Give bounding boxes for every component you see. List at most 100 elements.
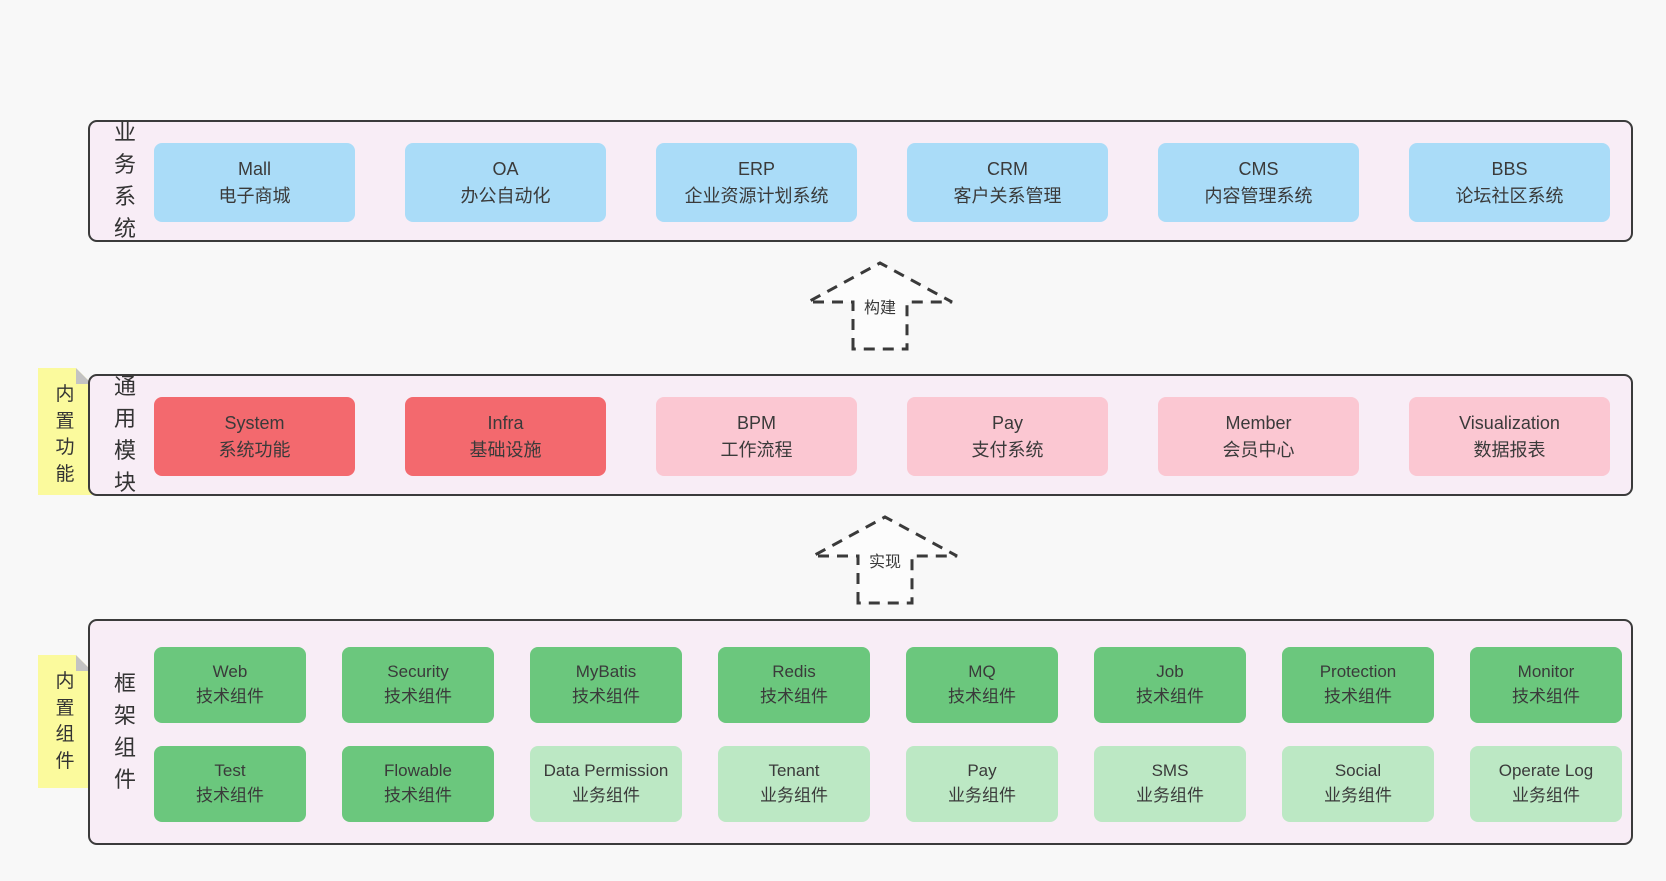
box-monitor-desc: 技术组件 [1512, 687, 1580, 706]
box-infra-desc: 基础设施 [469, 439, 542, 460]
panel-components-label: 框 架 组 件 [113, 671, 136, 792]
box-pay-module-desc: 支付系统 [971, 439, 1044, 460]
box-member: Member 会员中心 [1158, 397, 1359, 476]
box-bpm: BPM 工作流程 [656, 397, 857, 476]
box-protection: Protection 技术组件 [1282, 647, 1434, 723]
box-pay-module: Pay 支付系统 [907, 397, 1108, 476]
box-visualization-name: Visualization [1459, 412, 1560, 433]
box-test: Test 技术组件 [154, 746, 306, 822]
box-redis-desc: 技术组件 [760, 687, 828, 706]
box-security-desc: 技术组件 [384, 687, 452, 706]
box-social-desc: 业务组件 [1324, 786, 1392, 805]
box-cms: CMS 内容管理系统 [1158, 143, 1359, 222]
box-crm: CRM 客户关系管理 [907, 143, 1108, 222]
box-erp-name: ERP [737, 158, 775, 179]
panel-business-label: 业 务 系 统 [113, 120, 136, 241]
box-job: Job 技术组件 [1094, 647, 1246, 723]
box-pay-component-name: Pay [967, 761, 997, 781]
business-box-row: Mall 电子商城 OA 办公自动化 ERP 企业资源计划系统 CRM 客户关系… [154, 143, 1610, 222]
box-tenant-desc: 业务组件 [760, 786, 828, 805]
box-system-name: System [224, 412, 285, 433]
box-tenant: Tenant 业务组件 [718, 746, 870, 822]
box-operate-log: Operate Log 业务组件 [1470, 746, 1622, 822]
box-oa: OA 办公自动化 [405, 143, 606, 222]
box-system-desc: 系统功能 [218, 439, 291, 460]
box-member-desc: 会员中心 [1222, 439, 1295, 460]
box-erp: ERP 企业资源计划系统 [656, 143, 857, 222]
box-cms-name: CMS [1238, 158, 1279, 179]
box-pay-module-name: Pay [991, 412, 1024, 433]
box-monitor-name: Monitor [1517, 662, 1575, 682]
box-monitor: Monitor 技术组件 [1470, 647, 1622, 723]
box-crm-desc: 客户关系管理 [953, 185, 1062, 206]
box-cms-desc: 内容管理系统 [1204, 185, 1313, 206]
box-oa-name: OA [492, 158, 519, 179]
box-mybatis-name: MyBatis [575, 662, 637, 682]
box-mybatis-desc: 技术组件 [572, 687, 640, 706]
box-social-name: Social [1334, 761, 1382, 781]
box-mall-name: Mall [237, 158, 271, 179]
components-row-2: Test 技术组件 Flowable 技术组件 Data Permission … [154, 746, 1622, 822]
box-member-name: Member [1225, 412, 1292, 433]
box-sms: SMS 业务组件 [1094, 746, 1246, 822]
sticky-built-in-features: 内 置 功 能 [38, 368, 92, 495]
box-security-name: Security [387, 662, 449, 682]
box-web-desc: 技术组件 [196, 687, 264, 706]
box-operate-log-desc: 业务组件 [1512, 786, 1580, 805]
implement-arrow-label: 实现 [863, 550, 907, 576]
box-data-permission-desc: 业务组件 [572, 786, 640, 805]
box-social: Social 业务组件 [1282, 746, 1434, 822]
components-row-1: Web 技术组件 Security 技术组件 MyBatis 技术组件 Redi… [154, 647, 1622, 723]
box-web: Web 技术组件 [154, 647, 306, 723]
box-erp-desc: 企业资源计划系统 [684, 185, 829, 206]
box-infra-name: Infra [487, 412, 524, 433]
box-mall-desc: 电子商城 [218, 185, 291, 206]
box-flowable-desc: 技术组件 [384, 786, 452, 805]
modules-box-row: System 系统功能 Infra 基础设施 BPM 工作流程 Pay 支付系统… [154, 397, 1610, 476]
panel-modules-label: 通 用 模 块 [113, 374, 136, 495]
box-flowable: Flowable 技术组件 [342, 746, 494, 822]
box-visualization-desc: 数据报表 [1473, 439, 1546, 460]
box-mq-desc: 技术组件 [948, 687, 1016, 706]
sticky-built-in-components-label: 内 置 组 件 [55, 671, 75, 772]
box-protection-name: Protection [1319, 662, 1397, 682]
box-tenant-name: Tenant [768, 761, 820, 781]
box-sms-name: SMS [1151, 761, 1189, 781]
box-test-name: Test [214, 761, 246, 781]
panel-business-systems: 业 务 系 统 Mall 电子商城 OA 办公自动化 ERP 企业资源计划系统 … [88, 120, 1633, 242]
box-job-name: Job [1156, 662, 1184, 682]
box-operate-log-name: Operate Log [1498, 761, 1594, 781]
box-mall: Mall 电子商城 [154, 143, 355, 222]
box-job-desc: 技术组件 [1136, 687, 1204, 706]
box-bbs: BBS 论坛社区系统 [1409, 143, 1610, 222]
panel-common-modules: 通 用 模 块 System 系统功能 Infra 基础设施 BPM 工作流程 … [88, 374, 1633, 496]
box-web-name: Web [212, 662, 248, 682]
box-mq: MQ 技术组件 [906, 647, 1058, 723]
box-pay-component-desc: 业务组件 [948, 786, 1016, 805]
box-redis: Redis 技术组件 [718, 647, 870, 723]
box-infra: Infra 基础设施 [405, 397, 606, 476]
box-data-permission-name: Data Permission [543, 761, 669, 781]
sticky-built-in-components: 内 置 组 件 [38, 655, 92, 788]
box-mybatis: MyBatis 技术组件 [530, 647, 682, 723]
box-flowable-name: Flowable [383, 761, 453, 781]
box-pay-component: Pay 业务组件 [906, 746, 1058, 822]
box-data-permission: Data Permission 业务组件 [530, 746, 682, 822]
box-system: System 系统功能 [154, 397, 355, 476]
box-sms-desc: 业务组件 [1136, 786, 1204, 805]
box-crm-name: CRM [987, 158, 1028, 179]
panel-framework-components: 框 架 组 件 Web 技术组件 Security 技术组件 MyBatis 技… [88, 619, 1633, 845]
sticky-built-in-features-label: 内 置 功 能 [55, 384, 75, 485]
box-visualization: Visualization 数据报表 [1409, 397, 1610, 476]
box-protection-desc: 技术组件 [1324, 687, 1392, 706]
box-redis-name: Redis [772, 662, 816, 682]
box-bpm-name: BPM [736, 412, 776, 433]
box-oa-desc: 办公自动化 [460, 185, 551, 206]
box-security: Security 技术组件 [342, 647, 494, 723]
box-bbs-name: BBS [1491, 158, 1528, 179]
box-bbs-desc: 论坛社区系统 [1455, 185, 1564, 206]
box-mq-name: MQ [968, 662, 996, 682]
build-arrow-label: 构建 [858, 296, 902, 322]
box-test-desc: 技术组件 [196, 786, 264, 805]
